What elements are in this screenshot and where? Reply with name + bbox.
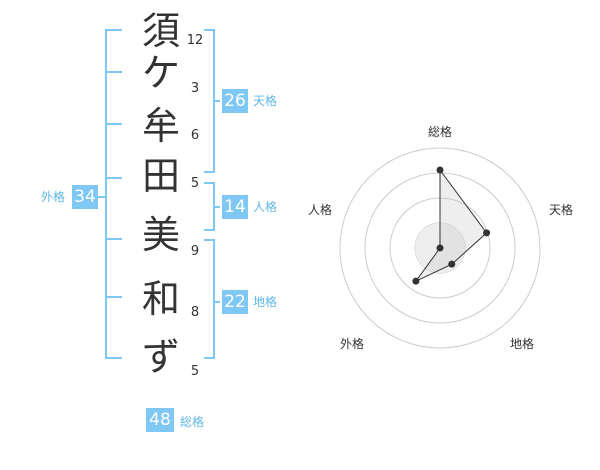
name-char-1: 須 xyxy=(141,9,180,53)
name-char-4: 田 xyxy=(141,154,180,198)
soukaku-value-badge: 48 xyxy=(146,408,174,432)
stroke-count-7: 5 xyxy=(190,364,200,379)
radar-axis-label-tenkaku: 天格 xyxy=(549,203,574,217)
tenkaku-label: 天格 xyxy=(253,94,278,108)
tenkaku-value-badge: 26 xyxy=(222,89,248,113)
gaikaku-label: 外格 xyxy=(41,190,66,204)
name-char-3: 牟 xyxy=(141,104,180,148)
stroke-count-5: 9 xyxy=(190,244,200,259)
stroke-count-3: 6 xyxy=(190,128,200,143)
stroke-count-1: 12 xyxy=(186,33,204,48)
radar-ring-4 xyxy=(339,147,541,349)
radar-point-1 xyxy=(436,166,444,174)
radar-axis-label-gaikaku: 外格 xyxy=(340,337,365,351)
stroke-count-4: 5 xyxy=(190,176,200,191)
chikaku-label: 地格 xyxy=(253,295,278,309)
jinkaku-label: 人格 xyxy=(253,200,278,214)
chikaku-value-badge: 22 xyxy=(222,290,248,314)
stroke-count-2: 3 xyxy=(190,81,200,96)
radar-axis-label-jinkaku: 人格 xyxy=(308,203,333,217)
soukaku-label: 総格 xyxy=(180,415,205,429)
radar-point-2 xyxy=(483,229,491,237)
stroke-count-6: 8 xyxy=(190,305,200,320)
radar-point-5 xyxy=(436,244,444,252)
radar-axis-label-chikaku: 地格 xyxy=(510,337,535,351)
radar-polygon xyxy=(415,168,488,282)
name-char-2: ケ xyxy=(141,51,180,95)
radar-point-3 xyxy=(448,260,456,268)
gaikaku-value-badge: 34 xyxy=(72,185,98,209)
name-char-6: 和 xyxy=(141,277,180,321)
name-char-5: 美 xyxy=(141,213,180,257)
name-char-7: ず xyxy=(141,335,180,379)
jinkaku-value-badge: 14 xyxy=(222,195,248,219)
radar-axis-label-soukaku: 総格 xyxy=(428,125,453,139)
radar-point-4 xyxy=(412,277,420,285)
